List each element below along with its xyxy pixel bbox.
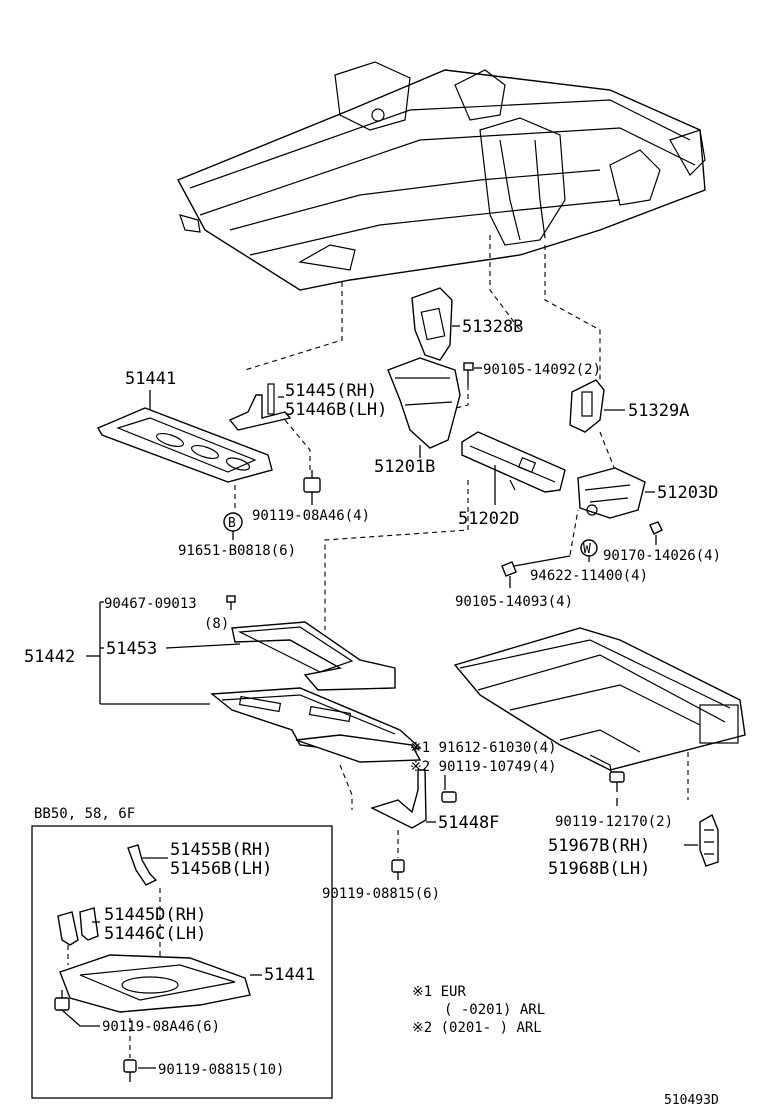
inset-label-51446c: 51446C(LH): [104, 924, 206, 944]
part-51442-plate-lower: [210, 687, 422, 763]
label-51445-rh: 51445(RH): [285, 381, 377, 401]
marker-w-label: W: [583, 542, 591, 557]
inset-label-90119-08a46-6: 90119-08A46(6): [102, 1019, 220, 1035]
part-51202d: [461, 431, 566, 493]
bottom-frame-illustration: [453, 627, 746, 779]
label-51329a: 51329A: [628, 401, 689, 421]
note-2-line: ※2 (0201- ) ARL: [412, 1020, 542, 1036]
part-51967b-bracket: [699, 813, 719, 867]
note-1-line-1: ※1 EUR: [412, 984, 466, 1000]
label-51201b: 51201B: [374, 457, 435, 477]
inset-label-51445d: 51445D(RH): [104, 905, 206, 925]
label-51448f: 51448F: [438, 813, 499, 833]
label-90170-14026: 90170-14026(4): [603, 548, 721, 564]
label-90105-14093: 90105-14093(4): [455, 594, 573, 610]
nut-90170-14026: [649, 521, 663, 535]
part-51445-bracket: [228, 383, 292, 431]
part-51328b: [411, 287, 453, 361]
label-90119-12170: 90119-12170(2): [555, 814, 673, 830]
inset-part-51445d: [57, 907, 99, 946]
inset-label-51455b: 51455B(RH): [170, 840, 272, 860]
inset-part-51441: [59, 954, 251, 1013]
label-90119-10749: ※2 90119-10749(4): [410, 759, 557, 775]
bolt-90119-10749: [441, 791, 457, 803]
part-51441-shield: [97, 407, 273, 483]
part-51201b: [387, 357, 461, 449]
label-90119-08a46-4: 90119-08A46(4): [252, 508, 370, 524]
label-51442: 51442: [24, 647, 75, 667]
diagram-code: 510493D: [664, 1093, 719, 1108]
label-90467-09013: 90467-09013: [104, 596, 197, 612]
part-51329a: [569, 379, 605, 433]
inset-label-51441: 51441: [264, 965, 315, 985]
note-1-line-2: ( -0201) ARL: [444, 1002, 545, 1018]
label-51967b: 51967B(RH): [548, 836, 650, 856]
label-51328b: 51328B: [462, 317, 523, 337]
label-51441-top: 51441: [125, 369, 176, 389]
inset-title: BB50, 58, 6F: [34, 806, 135, 822]
bolt-90119-08a46: [303, 470, 321, 493]
label-91612-61030: ※1 91612-61030(4): [410, 740, 557, 756]
bolt-90119-08815: [391, 859, 405, 880]
label-94622-11400: 94622-11400(4): [530, 568, 648, 584]
label-51446b-lh: 51446B(LH): [285, 400, 387, 420]
clip-90467-09013: [226, 595, 236, 610]
marker-b-label: B: [228, 516, 236, 531]
top-frame-illustration: [177, 61, 706, 291]
inset-part-51455b: [127, 844, 158, 886]
label-51202d: 51202D: [458, 509, 519, 529]
label-51203d: 51203D: [657, 483, 718, 503]
part-51448f: [370, 769, 427, 829]
inset-label-90119-08815-10: 90119-08815(10): [158, 1062, 284, 1078]
label-qty-8: (8): [204, 616, 229, 632]
label-51968b: 51968B(LH): [548, 859, 650, 879]
bolt-90119-12170: [609, 771, 625, 792]
label-90119-08815-6: 90119-08815(6): [322, 886, 440, 902]
part-51453-plate: [231, 621, 396, 691]
inset-bolt-90119-08a46: [54, 990, 70, 1011]
bolt-90105-14092: [463, 362, 474, 385]
label-90105-14092: 90105-14092(2): [483, 362, 601, 378]
bolt-90105-14093: [501, 555, 571, 577]
part-51203d: [577, 467, 646, 519]
inset-box: [31, 825, 333, 1099]
label-91651-b0818: 91651-B0818(6): [178, 543, 296, 559]
label-51453: 51453: [106, 639, 157, 659]
inset-label-51456b: 51456B(LH): [170, 859, 272, 879]
inset-bolt-90119-08815: [123, 1059, 137, 1082]
